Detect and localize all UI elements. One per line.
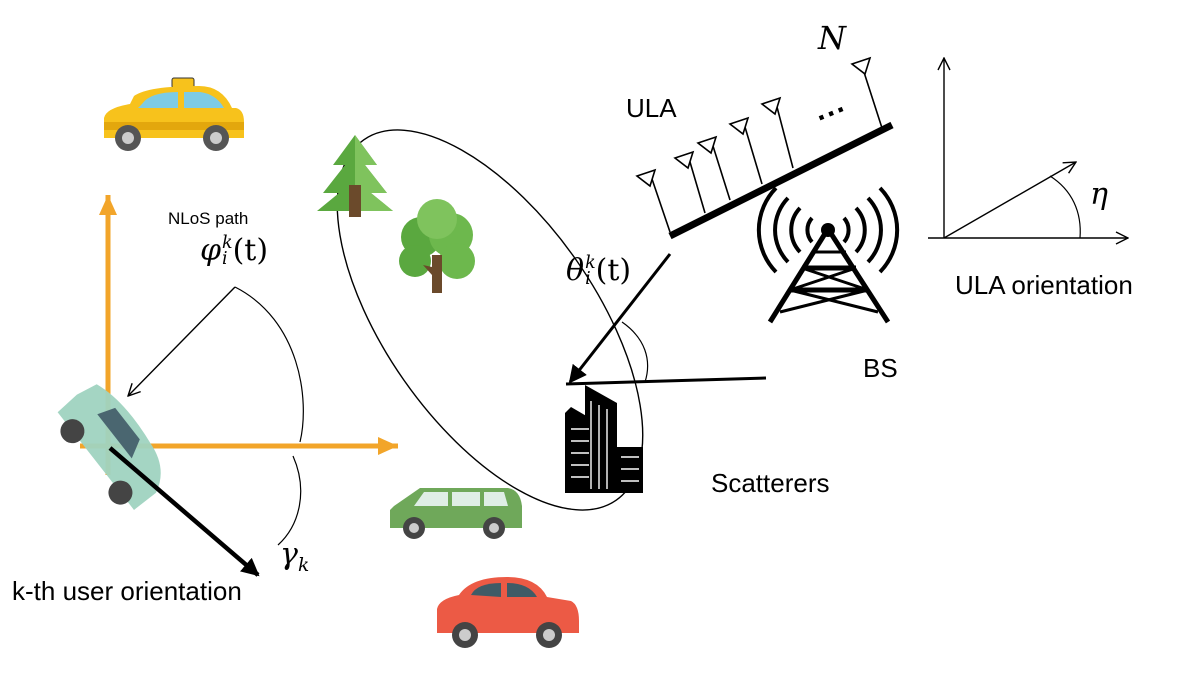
ula-label: ULA — [626, 93, 677, 123]
gamma-subscript: k — [297, 555, 310, 576]
user-orientation-arrow — [108, 446, 260, 577]
scatterers-label: Scatterers — [711, 468, 830, 498]
phi-subscript: i — [222, 249, 228, 269]
nlos-path-label: NLoS path — [168, 209, 249, 228]
phi-angle-arc — [234, 286, 304, 443]
phi-argument: (t) — [232, 233, 269, 268]
ula-array — [635, 56, 894, 240]
car-icon — [437, 577, 579, 648]
eta-label: η — [1090, 177, 1108, 212]
phi-symbol: φ — [200, 233, 222, 268]
gamma-angle-arc — [277, 455, 302, 546]
nlos-path-arrow — [128, 286, 236, 396]
theta-superscript: k — [585, 253, 596, 274]
scatterers-ellipse — [336, 129, 644, 511]
eta-angle-arc — [1049, 175, 1081, 239]
theta-subscript: i — [585, 269, 591, 289]
phi-superscript: k — [222, 233, 233, 254]
user-orientation-label: k-th user orientation — [12, 576, 242, 606]
building-icon — [565, 385, 643, 493]
gamma-label: γk — [280, 540, 309, 576]
incident-path-arrow — [568, 253, 672, 384]
theta-angle-arc — [621, 321, 649, 383]
gamma-symbol: γ — [280, 537, 298, 572]
antenna-tower-icon — [756, 186, 900, 324]
tree-icon — [399, 199, 475, 293]
tree-icon — [317, 135, 393, 217]
ula-orientation-axes — [928, 58, 1128, 238]
n-label: N — [818, 19, 846, 57]
antenna-element-icon — [635, 56, 883, 233]
theta-symbol: θ — [566, 253, 585, 288]
car-icon — [390, 488, 522, 539]
theta-argument: (t) — [595, 253, 632, 288]
ula-orientation-label: ULA orientation — [955, 270, 1133, 300]
reference-line — [565, 376, 767, 386]
user-car-icon — [57, 384, 161, 510]
bs-label: BS — [863, 353, 898, 383]
taxi-icon — [104, 77, 244, 151]
